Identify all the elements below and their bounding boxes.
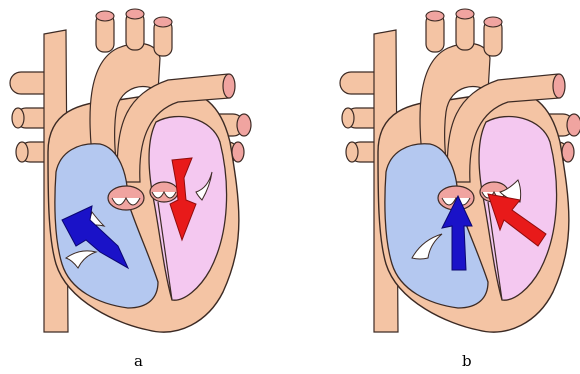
panel-b-label: b	[462, 352, 472, 370]
panel-a-label: a	[134, 352, 143, 370]
panel-a	[10, 9, 251, 332]
panel-b	[340, 9, 580, 332]
